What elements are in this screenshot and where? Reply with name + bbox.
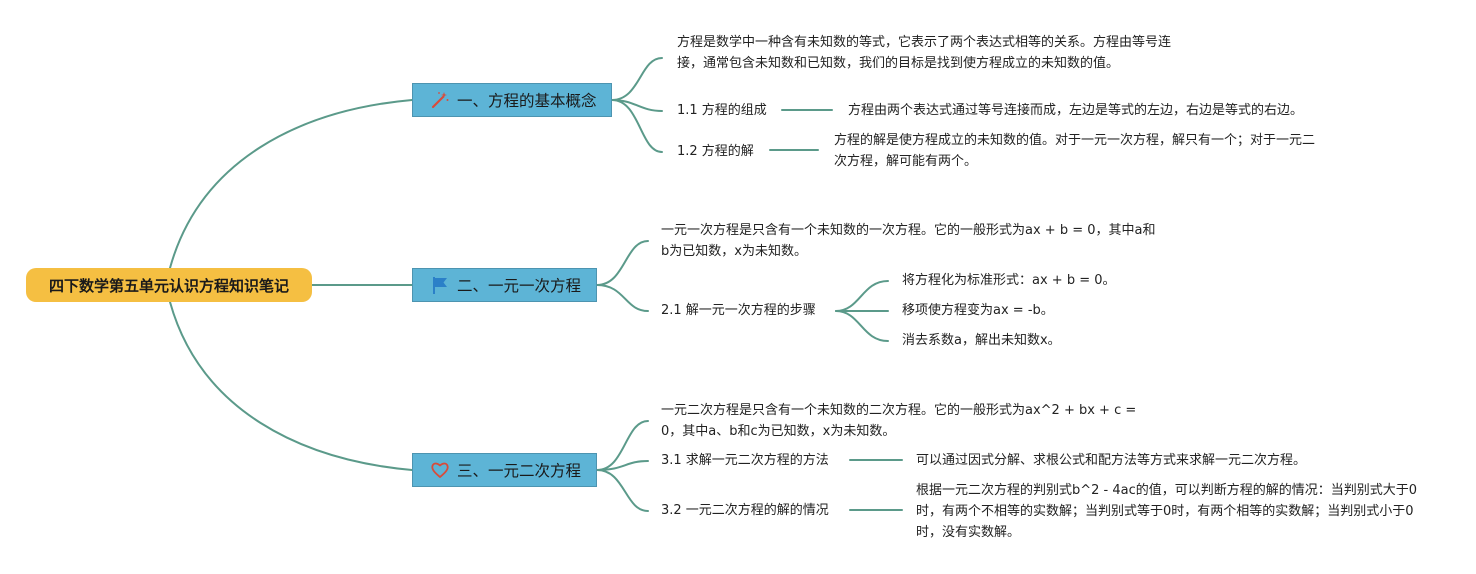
- sub-topic-quadratic-cases[interactable]: 3.2 一元二次方程的解的情况: [661, 503, 829, 518]
- branch-linear-equation-label: 二、一元一次方程: [457, 277, 582, 295]
- link-root-branch1: [169, 99, 413, 269]
- branch-quadratic-equation-desc: 一元二次方程是只含有一个未知数的二次方程。它的一般形式为ax^2 + bx + …: [661, 403, 1137, 439]
- link-b2-step3: [835, 310, 889, 342]
- link-b3-desc: [596, 420, 649, 471]
- linear-step-3: 消去系数a，解出未知数x。: [902, 333, 1061, 348]
- branch-linear-equation-desc: 一元一次方程是只含有一个未知数的一次方程。它的一般形式为ax + b = 0，其…: [661, 223, 1156, 259]
- linear-step-2: 移项使方程变为ax = -b。: [902, 303, 1054, 318]
- root-topic-label: 四下数学第五单元认识方程知识笔记: [48, 276, 289, 295]
- branch-quadratic-equation-label: 三、一元二次方程: [457, 462, 582, 480]
- magic-wand-icon: [429, 89, 451, 111]
- sub-topic-linear-steps[interactable]: 2.1 解一元一次方程的步骤: [661, 303, 816, 318]
- sub-topic-solution-detail: 方程的解是使方程成立的未知数的值。对于一元一次方程，解只有一个；对于一元二次方程…: [834, 133, 1316, 169]
- heart-icon: [429, 459, 451, 481]
- sub-topic-composition[interactable]: 1.1 方程的组成: [677, 103, 767, 118]
- link-b2-sub1: [596, 284, 649, 312]
- sub-topic-quadratic-cases-detail: 根据一元二次方程的判别式b^2 - 4ac的值，可以判断方程的解的情况：当判别式…: [916, 483, 1418, 540]
- linear-step-1: 将方程化为标准形式：ax + b = 0。: [902, 273, 1116, 288]
- link-root-branch3: [169, 301, 413, 471]
- sub-topic-quadratic-methods[interactable]: 3.1 求解一元二次方程的方法: [661, 453, 829, 468]
- branch-basic-concept[interactable]: 一、方程的基本概念: [412, 83, 612, 117]
- flag-icon: [429, 274, 451, 296]
- branch-linear-equation[interactable]: 二、一元一次方程: [412, 268, 597, 302]
- link-b1-desc: [611, 57, 663, 101]
- branch-basic-concept-label: 一、方程的基本概念: [457, 92, 597, 110]
- link-b3-sub2: [596, 469, 649, 512]
- sub-topic-solution[interactable]: 1.2 方程的解: [677, 144, 754, 159]
- link-b2-step1: [835, 280, 889, 312]
- branch-basic-concept-desc: 方程是数学中一种含有未知数的等式，它表示了两个表达式相等的关系。方程由等号连接，…: [677, 35, 1172, 71]
- branch-quadratic-equation[interactable]: 三、一元二次方程: [412, 453, 597, 487]
- root-topic[interactable]: 四下数学第五单元认识方程知识笔记: [26, 268, 312, 302]
- sub-topic-quadratic-methods-detail: 可以通过因式分解、求根公式和配方法等方式来求解一元二次方程。: [916, 453, 1307, 468]
- link-b1-sub2: [611, 99, 663, 153]
- sub-topic-composition-detail: 方程由两个表达式通过等号连接而成，左边是等式的左边，右边是等式的右边。: [848, 103, 1304, 118]
- link-b2-desc: [596, 240, 649, 286]
